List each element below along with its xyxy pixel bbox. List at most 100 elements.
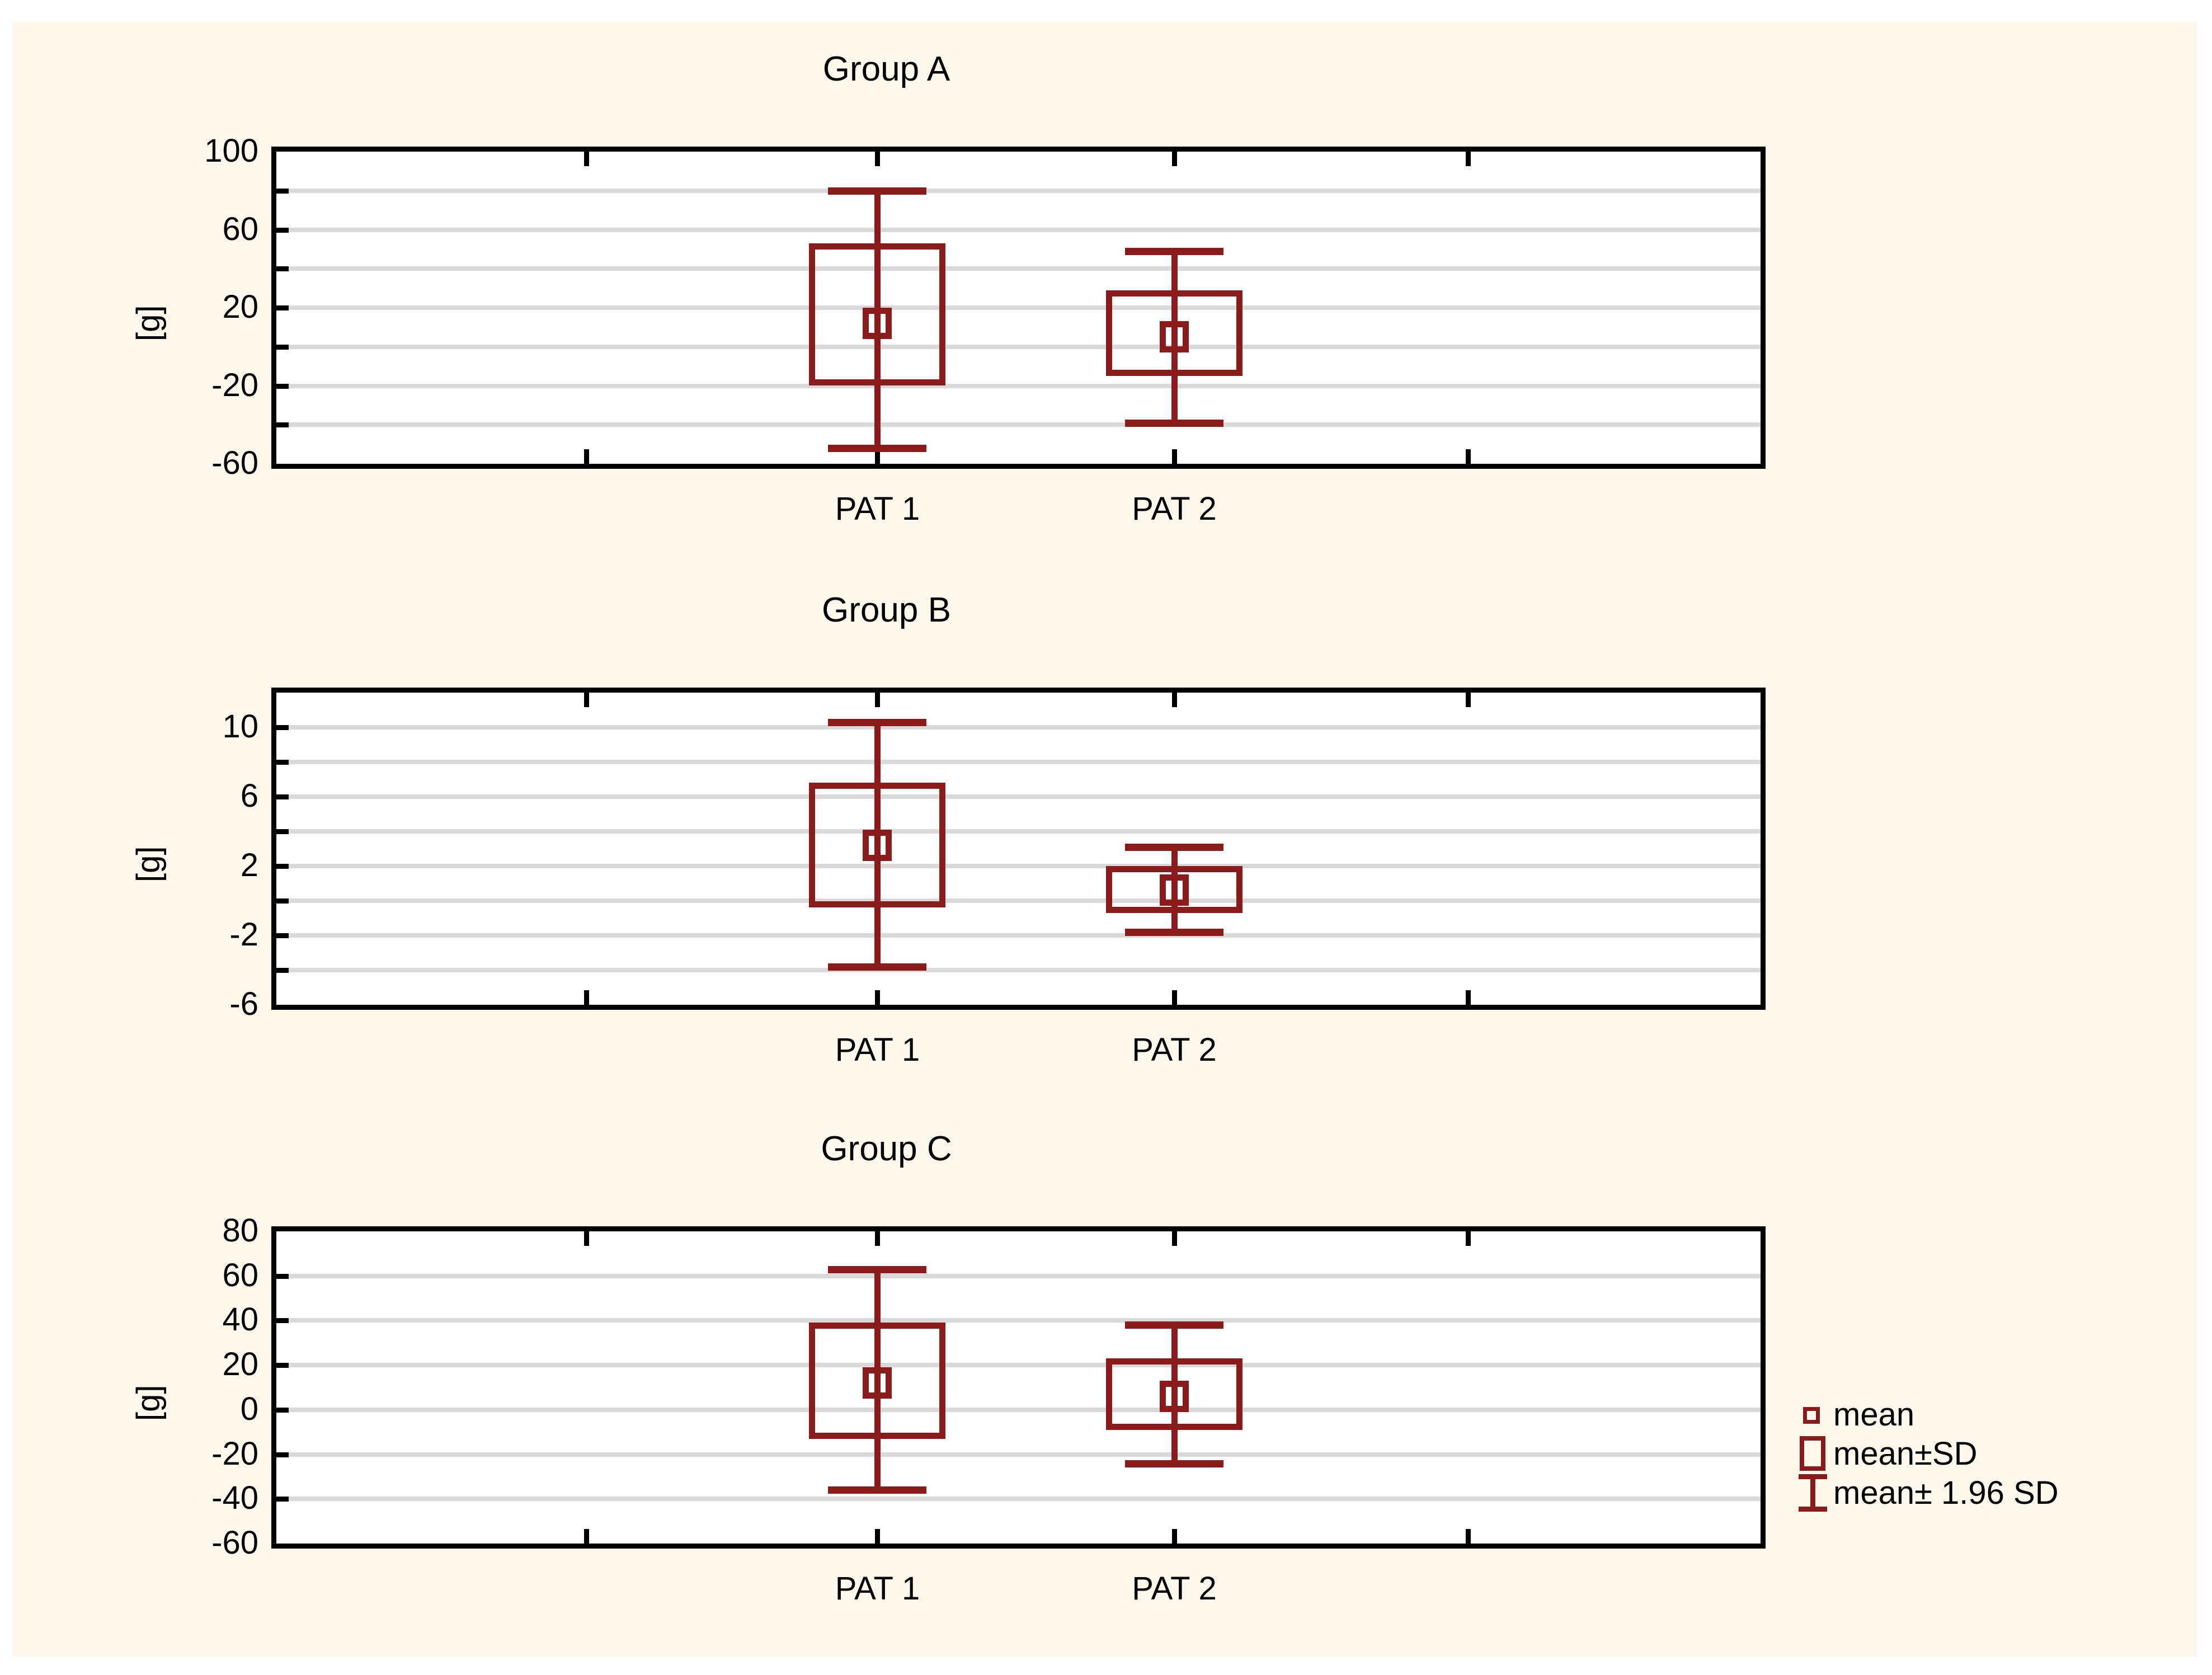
gridline <box>276 1497 1761 1502</box>
sd-box <box>1106 290 1243 377</box>
x-tick-mark <box>875 693 881 707</box>
whisker-cap-lower <box>1125 419 1224 427</box>
y-tick-mark <box>276 422 289 428</box>
gridline <box>276 266 1761 271</box>
gridline <box>276 227 1761 232</box>
whisker-cap-upper <box>1125 1321 1224 1329</box>
y-tick-label: -20 <box>211 1435 258 1472</box>
x-tick-mark <box>584 1529 590 1544</box>
gridline <box>276 725 1761 730</box>
whisker-cap-lower <box>828 1486 927 1494</box>
y-tick-label: -40 <box>211 1480 258 1517</box>
y-tick-mark <box>276 864 289 869</box>
whisker-line <box>1171 1325 1178 1464</box>
x-tick-mark <box>1466 1231 1471 1246</box>
plot-area-group-c <box>271 1226 1766 1549</box>
y-axis-label-group-c: [g] <box>130 1385 167 1422</box>
y-tick-label: 2 <box>240 847 258 883</box>
y-tick-mark <box>276 1318 289 1324</box>
gridline <box>276 864 1761 868</box>
y-tick-mark <box>276 188 289 194</box>
x-tick-label: PAT 2 <box>1132 1032 1217 1068</box>
legend-item-ci: mean± 1.96 SD <box>1794 1473 2186 1512</box>
gridline <box>276 1318 1761 1323</box>
gridline <box>276 344 1761 349</box>
y-tick-mark <box>276 933 289 938</box>
mean-marker-icon <box>1794 1395 1833 1434</box>
x-tick-mark <box>875 1231 881 1246</box>
y-tick-label: 80 <box>222 1212 258 1249</box>
y-tick-mark <box>276 968 289 973</box>
sd-box-icon <box>1794 1434 1833 1473</box>
x-tick-mark <box>584 990 590 1005</box>
legend-item-mean: mean <box>1794 1395 2186 1434</box>
x-tick-mark <box>1466 449 1471 464</box>
gridline <box>276 760 1761 764</box>
figure-canvas: Group A [g] Group B [g] Group C [g] mean… <box>12 21 2197 1657</box>
x-tick-mark <box>875 1529 881 1544</box>
mean-marker <box>1160 1380 1189 1412</box>
legend-label-sd: mean±SD <box>1833 1435 1978 1472</box>
sd-box <box>809 1323 946 1439</box>
gridline <box>276 898 1761 903</box>
gridline <box>276 383 1761 388</box>
y-tick-label: 60 <box>222 210 258 247</box>
whisker-cap-upper <box>1125 843 1224 851</box>
y-tick-mark <box>276 227 289 233</box>
mean-marker <box>863 829 892 861</box>
whisker-line <box>874 1269 881 1490</box>
whisker-cap-upper <box>1125 247 1224 255</box>
legend-item-sd: mean±SD <box>1794 1434 2186 1473</box>
y-tick-label: 60 <box>222 1257 258 1293</box>
y-tick-label: -2 <box>229 916 258 953</box>
x-tick-mark <box>875 449 881 464</box>
x-tick-mark <box>1172 1231 1178 1246</box>
y-tick-mark <box>276 829 289 834</box>
x-tick-mark <box>584 693 590 707</box>
legend: mean mean±SD mean± 1.96 SD <box>1794 1395 2186 1512</box>
y-tick-mark <box>276 898 289 904</box>
x-tick-mark <box>1172 990 1178 1005</box>
y-tick-mark <box>276 266 289 272</box>
mean-marker <box>863 1367 892 1399</box>
sd-box <box>809 783 946 908</box>
legend-label-mean: mean <box>1833 1396 1915 1433</box>
x-tick-mark <box>1466 693 1471 707</box>
y-tick-label: -60 <box>211 1525 258 1561</box>
sd-box <box>809 243 946 386</box>
gridline <box>276 1452 1761 1457</box>
gridline <box>276 305 1761 310</box>
x-tick-label: PAT 2 <box>1132 491 1217 527</box>
y-tick-label: 10 <box>222 708 258 745</box>
x-tick-mark <box>1466 1529 1471 1544</box>
y-tick-label: 20 <box>222 289 258 325</box>
whisker-cap-lower <box>828 445 927 453</box>
x-tick-mark <box>1466 990 1471 1005</box>
y-axis-label-group-a: [g] <box>130 305 167 342</box>
gridline <box>276 933 1761 938</box>
y-tick-mark <box>276 1273 289 1279</box>
x-tick-label: PAT 1 <box>835 1570 920 1607</box>
x-tick-label: PAT 1 <box>835 491 920 527</box>
whisker-cap-upper <box>828 1265 927 1273</box>
gridline <box>276 1407 1761 1412</box>
x-tick-mark <box>875 152 881 166</box>
y-tick-label: 40 <box>222 1301 258 1338</box>
x-tick-mark <box>1172 1529 1178 1544</box>
y-tick-label: 20 <box>222 1346 258 1383</box>
gridline <box>276 829 1761 834</box>
legend-label-ci: mean± 1.96 SD <box>1833 1474 2059 1511</box>
y-tick-label: -60 <box>211 445 258 481</box>
mean-marker <box>863 307 892 339</box>
y-tick-mark <box>276 1363 289 1368</box>
y-tick-label: 0 <box>240 1390 258 1427</box>
sd-box <box>1106 1358 1243 1430</box>
x-tick-mark <box>584 152 590 166</box>
gridline <box>276 1363 1761 1368</box>
x-tick-mark <box>584 449 590 464</box>
x-tick-mark <box>1172 449 1178 464</box>
whisker-cap-upper <box>828 187 927 195</box>
whisker-cap-lower <box>1125 1460 1224 1467</box>
mean-marker <box>1160 874 1189 906</box>
y-tick-mark <box>276 1497 289 1502</box>
